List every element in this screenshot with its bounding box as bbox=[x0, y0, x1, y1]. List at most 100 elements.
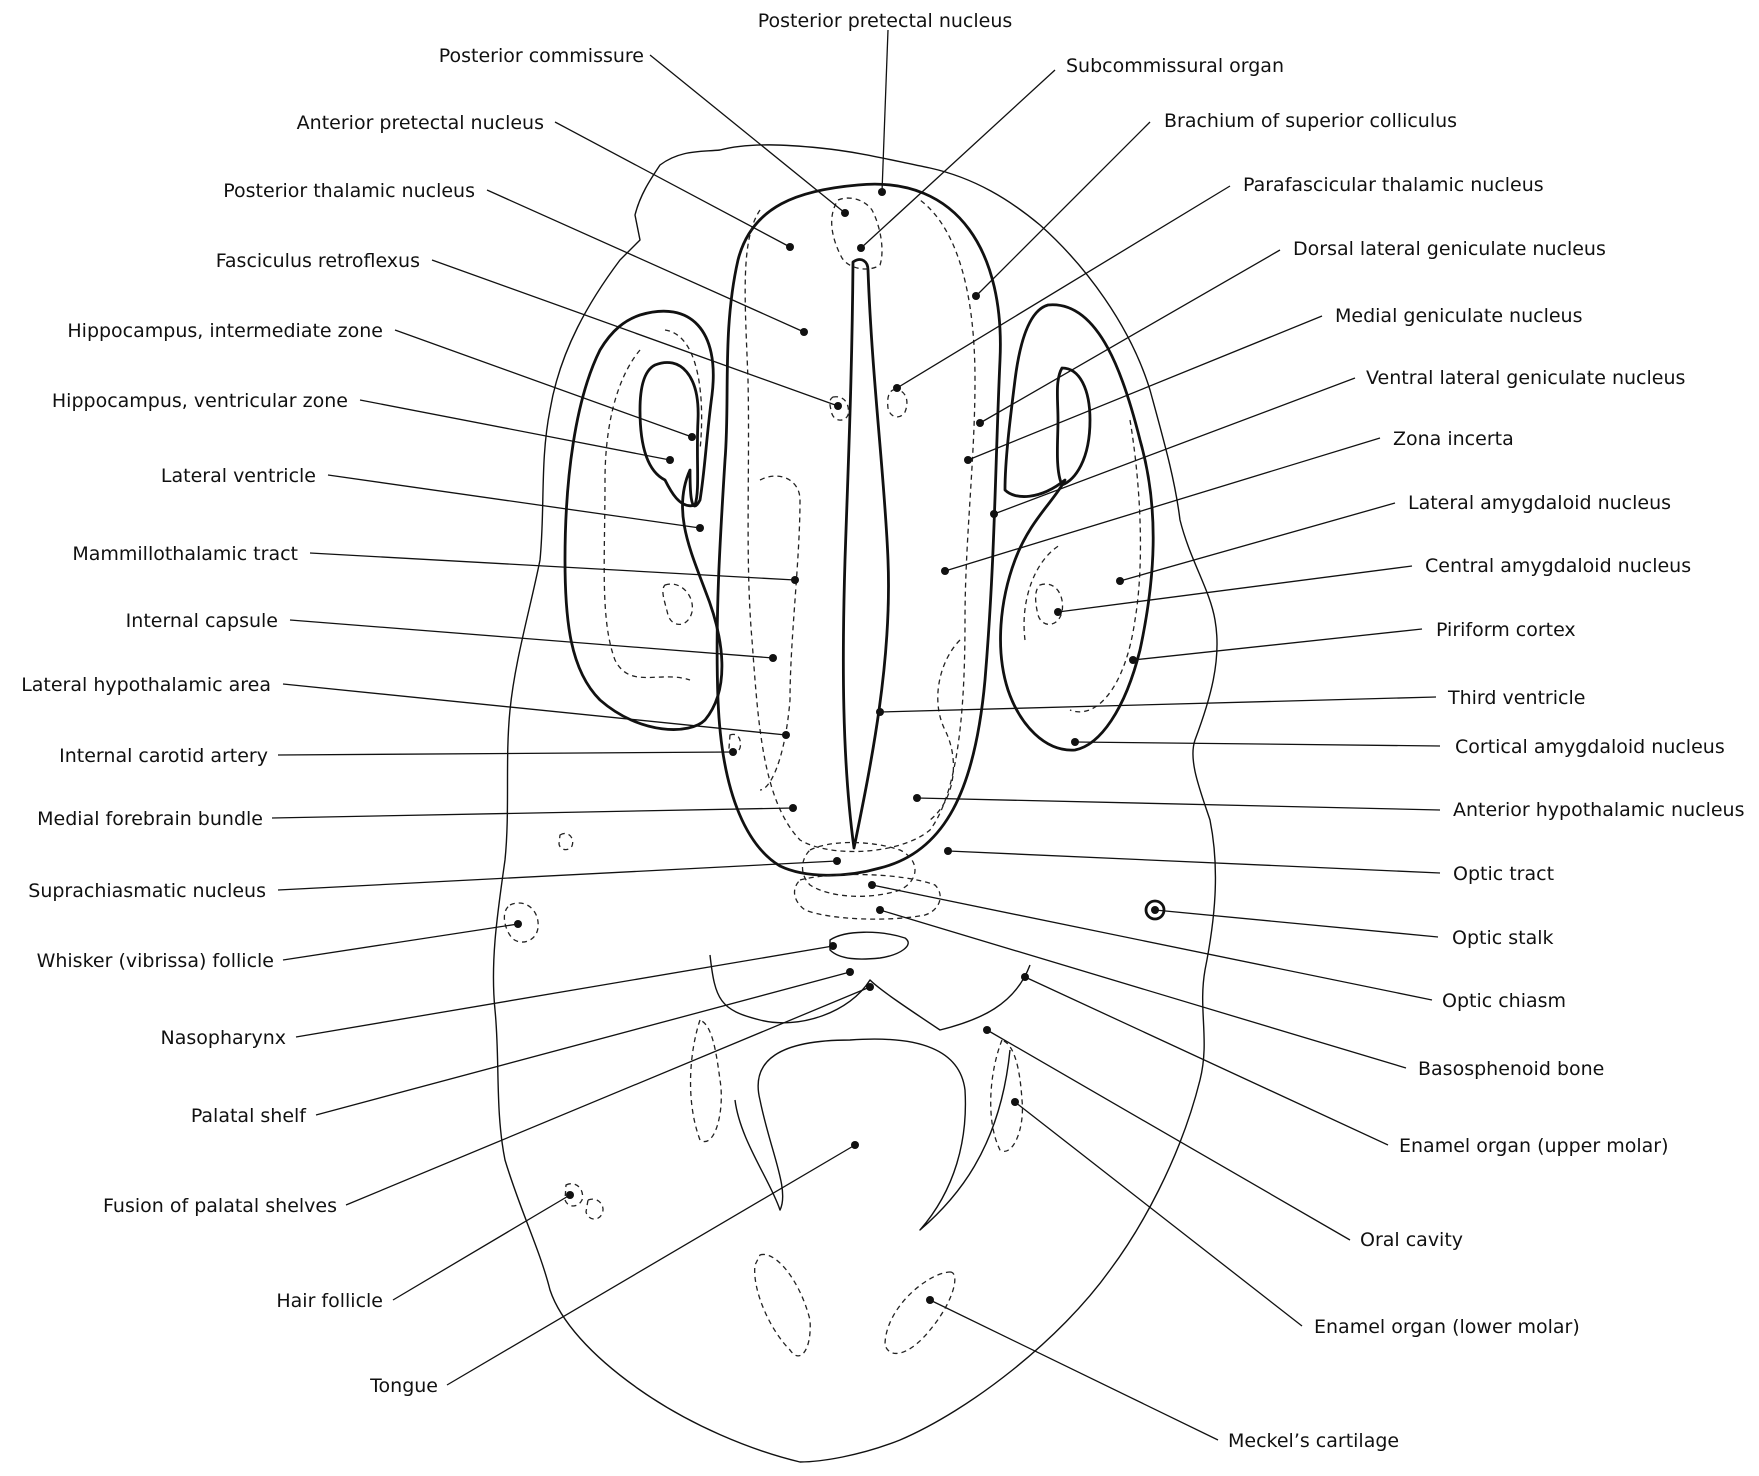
marker-enamel-lower bbox=[1011, 1098, 1019, 1106]
leader-hair-follicle bbox=[393, 1195, 570, 1300]
label-optic-chiasm: Optic chiasm bbox=[1442, 990, 1566, 1012]
label-medial-geniculate-nucleus: Medial geniculate nucleus bbox=[1335, 305, 1582, 327]
marker-palatal-shelf bbox=[846, 968, 854, 976]
marker-optic-chiasm bbox=[868, 881, 876, 889]
marker-mammillothalamic bbox=[791, 576, 799, 584]
palatal-shelves-outline bbox=[710, 955, 1030, 1030]
leader-enamel-upper bbox=[1025, 977, 1388, 1145]
leader-meckels bbox=[930, 1300, 1218, 1440]
leader-medial-forebrain bbox=[272, 808, 793, 818]
marker-dorsal-lgn bbox=[976, 419, 984, 427]
marker-posterior-thalamic bbox=[800, 328, 808, 336]
leader-nasopharynx bbox=[296, 946, 833, 1037]
label-brachium-of-superior-colliculus: Brachium of superior colliculus bbox=[1164, 110, 1457, 132]
leader-internal-carotid bbox=[278, 752, 733, 755]
marker-oral-cavity bbox=[983, 1026, 991, 1034]
marker-posterior-pretectal bbox=[878, 188, 886, 196]
marker-lateral-ventricle bbox=[696, 524, 704, 532]
optic-chiasm-contour bbox=[795, 875, 941, 920]
parafascicular-contour bbox=[888, 390, 907, 417]
leader-lateral-ventricle bbox=[328, 475, 700, 528]
label-posterior-thalamic-nucleus: Posterior thalamic nucleus bbox=[223, 180, 475, 202]
leader-third-ventricle bbox=[880, 697, 1436, 712]
label-enamel-organ-upper-molar: Enamel organ (upper molar) bbox=[1399, 1135, 1669, 1157]
leader-basosphenoid bbox=[880, 910, 1406, 1068]
label-subcommissural-organ: Subcommissural organ bbox=[1066, 55, 1284, 77]
leader-zona-incerta bbox=[945, 438, 1380, 571]
ventral-thalamus-contour bbox=[760, 476, 800, 790]
leader-fasciculus-retroflexus bbox=[432, 260, 838, 406]
label-piriform-cortex: Piriform cortex bbox=[1436, 619, 1576, 641]
leader-fusion-palatal bbox=[346, 987, 870, 1205]
label-basosphenoid-bone: Basosphenoid bone bbox=[1418, 1058, 1604, 1080]
leader-oral-cavity bbox=[987, 1030, 1350, 1240]
leader-hippocampus-intermediate bbox=[395, 330, 692, 437]
label-lateral-hypothalamic-area: Lateral hypothalamic area bbox=[21, 674, 271, 696]
amygdala-contour-right bbox=[1036, 584, 1063, 624]
marker-hippocampus-intermediate bbox=[688, 433, 696, 441]
leader-tongue bbox=[447, 1145, 855, 1385]
marker-medial-geniculate bbox=[964, 456, 972, 464]
label-parafascicular-thalamic-nucleus: Parafascicular thalamic nucleus bbox=[1243, 174, 1544, 196]
marker-third-ventricle bbox=[876, 708, 884, 716]
marker-whisker-follicle bbox=[514, 920, 522, 928]
label-third-ventricle: Third ventricle bbox=[1447, 687, 1585, 709]
leader-central-amygdaloid bbox=[1058, 566, 1412, 612]
marker-ventral-lgn bbox=[990, 510, 998, 518]
section-outline-drawing bbox=[493, 145, 1217, 1462]
leader-whisker-follicle bbox=[283, 924, 518, 960]
nasopharynx-outline bbox=[830, 932, 908, 959]
leader-internal-capsule bbox=[290, 620, 773, 658]
label-hippocampus-ventricular-zone: Hippocampus, ventricular zone bbox=[52, 390, 348, 412]
marker-lateral-hypothalamic bbox=[782, 731, 790, 739]
oral-cavity-outline bbox=[735, 1039, 1010, 1230]
label-enamel-organ-lower-molar: Enamel organ (lower molar) bbox=[1314, 1316, 1580, 1338]
marker-fasciculus-retroflexus bbox=[834, 402, 842, 410]
label-central-amygdaloid-nucleus: Central amygdaloid nucleus bbox=[1425, 555, 1691, 577]
label-cortical-amygdaloid-nucleus: Cortical amygdaloid nucleus bbox=[1455, 736, 1725, 758]
marker-parafascicular bbox=[893, 384, 901, 392]
label-dorsal-lateral-geniculate-nucleus: Dorsal lateral geniculate nucleus bbox=[1293, 238, 1606, 260]
forebrain-outline bbox=[717, 184, 1000, 875]
label-meckels-cartilage: Meckel’s cartilage bbox=[1228, 1430, 1399, 1452]
body-outline bbox=[493, 145, 1217, 1462]
marker-piriform bbox=[1129, 656, 1137, 664]
hypothalamus-right-contour bbox=[930, 640, 960, 820]
marker-central-amygdaloid bbox=[1054, 608, 1062, 616]
upper-molar-enamel-left bbox=[691, 1020, 722, 1142]
label-optic-stalk: Optic stalk bbox=[1452, 927, 1554, 949]
label-anterior-pretectal-nucleus: Anterior pretectal nucleus bbox=[297, 112, 544, 134]
leader-anterior-pretectal bbox=[555, 122, 790, 247]
label-lateral-amygdaloid-nucleus: Lateral amygdaloid nucleus bbox=[1408, 492, 1671, 514]
label-posterior-commissure: Posterior commissure bbox=[439, 45, 644, 67]
meckels-cartilage-right bbox=[885, 1272, 955, 1353]
label-palatal-shelf: Palatal shelf bbox=[191, 1105, 307, 1127]
label-lateral-ventricle: Lateral ventricle bbox=[161, 465, 316, 487]
label-hair-follicle: Hair follicle bbox=[276, 1290, 383, 1312]
marker-hair-follicle bbox=[566, 1191, 574, 1199]
suprachiasmatic-contour bbox=[803, 843, 916, 897]
leader-lateral-amygdaloid bbox=[1120, 503, 1395, 581]
marker-anterior-pretectal bbox=[786, 243, 794, 251]
left-annotations: Posterior commissure Anterior pretectal … bbox=[21, 45, 874, 1397]
marker-posterior-commissure bbox=[841, 209, 849, 217]
label-fusion-of-palatal-shelves: Fusion of palatal shelves bbox=[103, 1195, 337, 1217]
right-cortex-outline bbox=[1001, 305, 1154, 750]
right-ventricular-zone-outline bbox=[1057, 368, 1090, 485]
leader-optic-tract bbox=[948, 851, 1440, 873]
label-mammillothalamic-tract: Mammillothalamic tract bbox=[72, 543, 298, 565]
marker-zona-incerta bbox=[941, 567, 949, 575]
leader-ventral-lgn bbox=[994, 378, 1355, 514]
leader-optic-stalk bbox=[1155, 910, 1438, 937]
leader-suprachiasmatic bbox=[278, 861, 837, 890]
label-whisker-follicle: Whisker (vibrissa) follicle bbox=[37, 950, 274, 972]
label-tongue: Tongue bbox=[369, 1375, 438, 1397]
third-ventricle-outline bbox=[843, 260, 888, 848]
label-internal-capsule: Internal capsule bbox=[126, 610, 278, 632]
marker-internal-capsule bbox=[769, 654, 777, 662]
hair-follicle-contour bbox=[565, 1184, 603, 1219]
meckels-cartilage-left bbox=[755, 1254, 811, 1355]
leader-posterior-commissure bbox=[650, 55, 845, 213]
leader-palatal-shelf bbox=[316, 972, 850, 1115]
